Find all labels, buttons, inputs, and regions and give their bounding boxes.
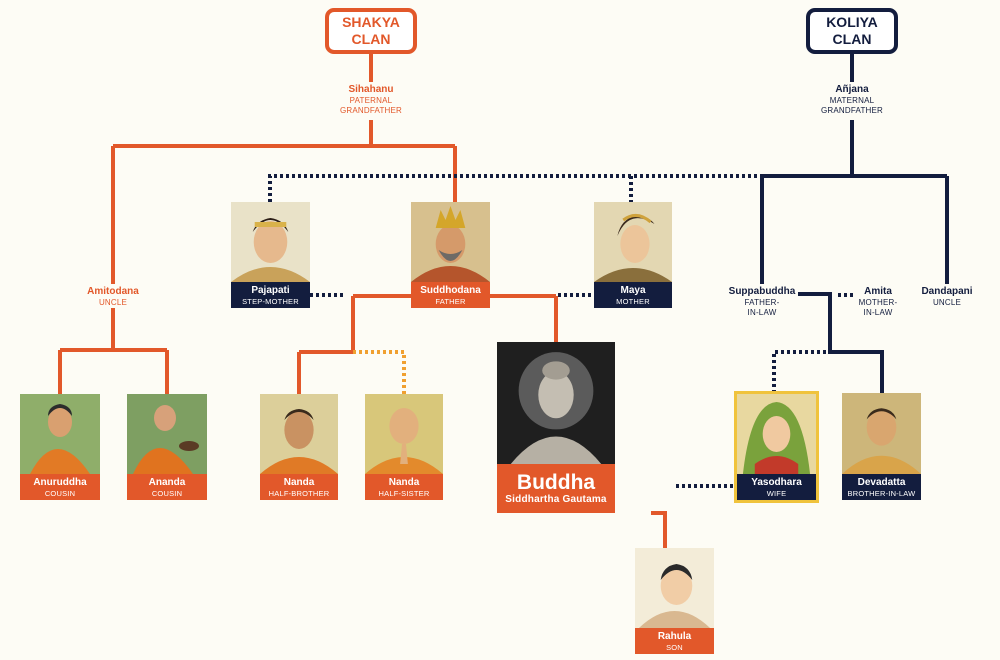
role: COUSIN (151, 488, 183, 498)
caption: Rahula SON (635, 628, 714, 654)
caption: Ananda COUSIN (127, 474, 207, 500)
suppabuddha-label: Suppabuddha FATHER- IN-LAW (697, 286, 827, 318)
man-portrait-icon (842, 393, 921, 474)
amitodana-label: Amitodana UNCLE (48, 286, 178, 308)
role: MOTHER (616, 296, 650, 306)
child-portrait-icon (635, 548, 714, 628)
buddha-statue-icon (497, 342, 615, 464)
card-buddha[interactable]: Buddha Siddhartha Gautama (497, 342, 615, 513)
role: FATHER (435, 296, 466, 306)
caption: Anuruddha COUSIN (20, 474, 100, 500)
name: Amita (864, 286, 892, 297)
name: Suppabuddha (728, 286, 796, 297)
card-nanda-half-sister[interactable]: Nanda HALF-SISTER (365, 394, 443, 500)
caption: Buddha Siddhartha Gautama (497, 464, 615, 513)
card-rahula[interactable]: Rahula SON (635, 548, 714, 654)
role: UNCLE (98, 298, 128, 307)
koliya-clan-box: KOLIYA CLAN (806, 8, 898, 54)
name: Nanda (283, 476, 315, 488)
card-devadatta[interactable]: Devadatta BROTHER-IN-LAW (842, 393, 921, 500)
name: Yasodhara (751, 476, 802, 488)
name: Amitodana (87, 286, 139, 297)
name: Dandapani (921, 286, 973, 297)
role: SON (666, 642, 683, 652)
monk-portrait-icon (20, 394, 100, 474)
name: Rahula (657, 630, 692, 642)
man-portrait-icon (260, 394, 338, 474)
koliya-lineage-line (760, 54, 949, 393)
name: Sihahanu (348, 84, 394, 95)
role: FATHER- IN-LAW (744, 298, 780, 317)
dandapani-label: Dandapani UNCLE (882, 286, 1000, 308)
shakya-clan-box: SHAKYA CLAN (325, 8, 417, 54)
role: STEP-MOTHER (242, 296, 299, 306)
name: Suddhodana (420, 284, 481, 296)
role: PATERNAL GRANDFATHER (339, 96, 403, 115)
role: WIFE (766, 488, 787, 498)
half-sister-dotted-line (353, 350, 406, 394)
caption: Nanda HALF-SISTER (365, 474, 443, 500)
name: Pajapati (251, 284, 290, 296)
card-nanda-half-brother[interactable]: Nanda HALF-BROTHER (260, 394, 338, 500)
role: HALF-SISTER (378, 488, 430, 498)
sihahanu-label: Sihahanu PATERNAL GRANDFATHER (306, 84, 436, 116)
card-pajapati[interactable]: Pajapati STEP-MOTHER (231, 202, 310, 308)
card-ananda[interactable]: Ananda COUSIN (127, 394, 207, 500)
name: Nanda (388, 476, 420, 488)
woman-portrait-icon (231, 202, 310, 282)
monk-bowl-portrait-icon (127, 394, 207, 474)
role: BROTHER-IN-LAW (847, 488, 916, 498)
queen-portrait-icon (594, 202, 672, 282)
role: UNCLE (932, 298, 962, 307)
name: Buddha (516, 470, 596, 494)
anjana-label: Añjana MATERNAL GRANDFATHER (787, 84, 917, 116)
caption: Pajapati STEP-MOTHER (231, 282, 310, 308)
role: HALF-BROTHER (268, 488, 330, 498)
name: Maya (620, 284, 646, 296)
name: Ananda (148, 476, 186, 488)
praying-portrait-icon (365, 394, 443, 474)
card-suddhodana[interactable]: Suddhodana FATHER (411, 202, 490, 308)
caption: Suddhodana FATHER (411, 282, 490, 308)
name: Anuruddha (33, 476, 87, 488)
card-anuruddha[interactable]: Anuruddha COUSIN (20, 394, 100, 500)
marriage-dotted-line (268, 174, 855, 488)
card-maya[interactable]: Maya MOTHER (594, 202, 672, 308)
role: Siddhartha Gautama (505, 493, 607, 505)
caption: Maya MOTHER (594, 282, 672, 308)
role: MATERNAL GRANDFATHER (820, 96, 884, 115)
caption: Nanda HALF-BROTHER (260, 474, 338, 500)
woman-veil-portrait-icon (737, 394, 816, 474)
card-yasodhara[interactable]: Yasodhara WIFE (734, 391, 819, 503)
name: Devadatta (857, 476, 906, 488)
king-portrait-icon (411, 202, 490, 282)
caption: Devadatta BROTHER-IN-LAW (842, 474, 921, 500)
name: Añjana (835, 84, 869, 95)
role: MOTHER- IN-LAW (858, 298, 898, 317)
amita-label: Amita MOTHER- IN-LAW (813, 286, 943, 318)
role: COUSIN (44, 488, 76, 498)
caption: Yasodhara WIFE (737, 474, 816, 500)
